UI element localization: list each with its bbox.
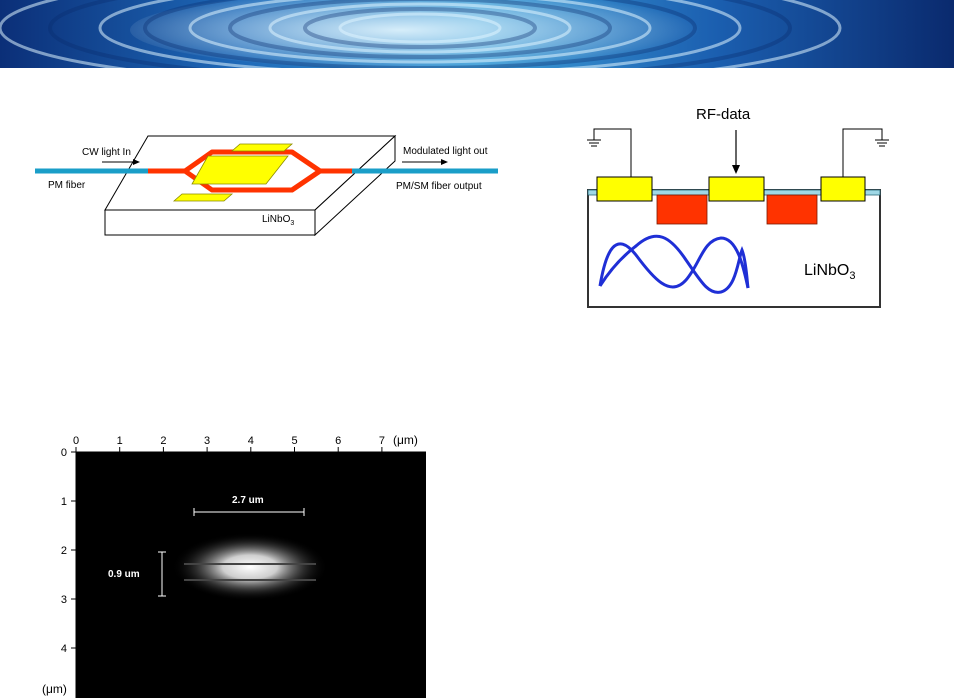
header-banner (0, 0, 954, 68)
modulator-substrate-label: LiNbO3 (262, 214, 295, 227)
ground-electrode-left (596, 176, 653, 202)
height-dimension (158, 551, 166, 597)
x-tick-label: 0 (73, 435, 79, 447)
ground-electrode-right (820, 176, 866, 202)
y-tick-label: 2 (61, 545, 67, 557)
width-label: 2.7 um (232, 495, 264, 506)
input-light-label: CW light In (82, 147, 131, 158)
mode-profile-plot: 0 1 2 3 4 5 6 7 0 1 2 3 4 (61, 435, 426, 698)
x-tick-label: 4 (248, 435, 254, 447)
x-unit-label: (μm) (393, 433, 418, 447)
y-unit-label: (μm) (42, 682, 67, 696)
y-tick-label: 4 (61, 643, 67, 655)
x-tick-label: 1 (117, 435, 123, 447)
x-tick-label: 2 (160, 435, 166, 447)
output-fiber-label: PM/SM fiber output (396, 181, 482, 192)
doped-region-right (766, 194, 818, 225)
output-light-label: Modulated light out (403, 146, 488, 157)
height-label: 0.9 um (108, 569, 140, 580)
electrode-bottom (172, 193, 234, 202)
signal-electrode (708, 176, 765, 202)
electrode-top (230, 143, 294, 152)
cross-section-diagram (587, 128, 889, 308)
input-arrow (102, 159, 140, 165)
x-axis: 0 1 2 3 4 5 6 7 (73, 435, 426, 453)
y-tick-label: 0 (61, 447, 67, 459)
cross-section-substrate-label: LiNbO3 (804, 262, 856, 283)
y-tick-label: 3 (61, 594, 67, 606)
mode-spot (172, 533, 328, 601)
electrode-center (191, 155, 289, 185)
x-tick-label: 3 (204, 435, 210, 447)
width-dimension (193, 508, 305, 516)
ground-symbol-right (842, 128, 889, 177)
x-tick-label: 6 (335, 435, 341, 447)
rf-data-label: RF-data (696, 106, 751, 123)
output-arrow (402, 159, 448, 165)
x-tick-label: 5 (291, 435, 297, 447)
y-axis: 0 1 2 3 4 (61, 447, 77, 698)
input-fiber-label: PM fiber (48, 180, 86, 191)
substrate-side (314, 134, 396, 237)
modulator-diagram (35, 134, 498, 237)
optical-mode-curves (598, 234, 750, 294)
doped-region-left (656, 194, 708, 225)
y-tick-label: 1 (61, 496, 67, 508)
rf-arrow (732, 130, 740, 174)
ground-symbol-left (587, 128, 632, 177)
x-tick-label: 7 (379, 435, 385, 447)
